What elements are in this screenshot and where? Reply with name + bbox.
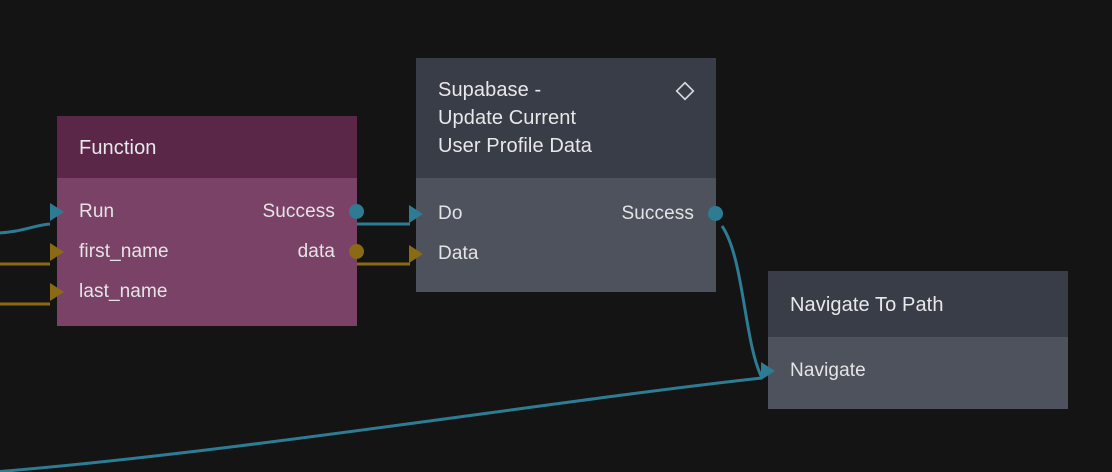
port-row-data-in[interactable]: Data <box>409 234 716 274</box>
node-navigate-to-path[interactable]: Navigate To Path Navigate <box>761 271 1068 409</box>
port-label-do: Do <box>438 203 463 224</box>
node-supabase-body: Do Success Data <box>409 178 723 292</box>
wire-supabase-success-to-navigate <box>720 225 764 379</box>
node-navigate-body: Navigate <box>761 337 1068 409</box>
node-navigate-title: Navigate To Path <box>790 294 944 316</box>
pin-output-supabase-success[interactable] <box>708 206 723 221</box>
port-label-data-out: data <box>297 241 335 262</box>
port-label-success: Success <box>262 201 335 222</box>
pin-output-data[interactable] <box>349 244 364 259</box>
port-label-navigate: Navigate <box>790 360 866 381</box>
port-label-last-name: last_name <box>79 281 168 302</box>
pin-output-success[interactable] <box>349 204 364 219</box>
node-function-body: Run Success first_name data <box>50 178 364 326</box>
node-supabase-update-current-user-profile-data[interactable]: Supabase - Update Current User Profile D… <box>409 58 723 292</box>
port-label-supabase-success: Success <box>621 203 694 224</box>
node-supabase-header[interactable]: Supabase - Update Current User Profile D… <box>416 58 716 178</box>
node-function-title: Function <box>79 137 157 159</box>
port-label-first-name: first_name <box>79 241 169 262</box>
node-navigate-header[interactable]: Navigate To Path <box>768 271 1068 337</box>
port-label-run: Run <box>79 201 115 222</box>
node-function[interactable]: Function Run Success first_name <box>50 116 364 326</box>
port-row-navigate[interactable]: Navigate <box>761 351 1068 391</box>
pin-input-navigate[interactable] <box>761 362 775 380</box>
node-supabase-title: Supabase - Update Current User Profile D… <box>438 79 592 157</box>
wire-offscreen-to-navigate <box>0 376 763 472</box>
pin-input-data[interactable] <box>409 245 423 263</box>
port-row-do[interactable]: Do Success <box>409 194 723 234</box>
port-label-data-in: Data <box>438 243 479 264</box>
port-row-first-name[interactable]: first_name data <box>50 232 364 272</box>
pin-input-run[interactable] <box>50 203 64 221</box>
pin-input-first-name[interactable] <box>50 243 64 261</box>
pin-input-do[interactable] <box>409 205 423 223</box>
wire-in-run <box>0 222 51 235</box>
pin-input-last-name[interactable] <box>50 283 64 301</box>
diamond-icon <box>675 81 695 101</box>
port-row-run[interactable]: Run Success <box>50 192 364 232</box>
node-function-header[interactable]: Function <box>57 116 357 178</box>
port-row-last-name[interactable]: last_name <box>50 272 357 312</box>
